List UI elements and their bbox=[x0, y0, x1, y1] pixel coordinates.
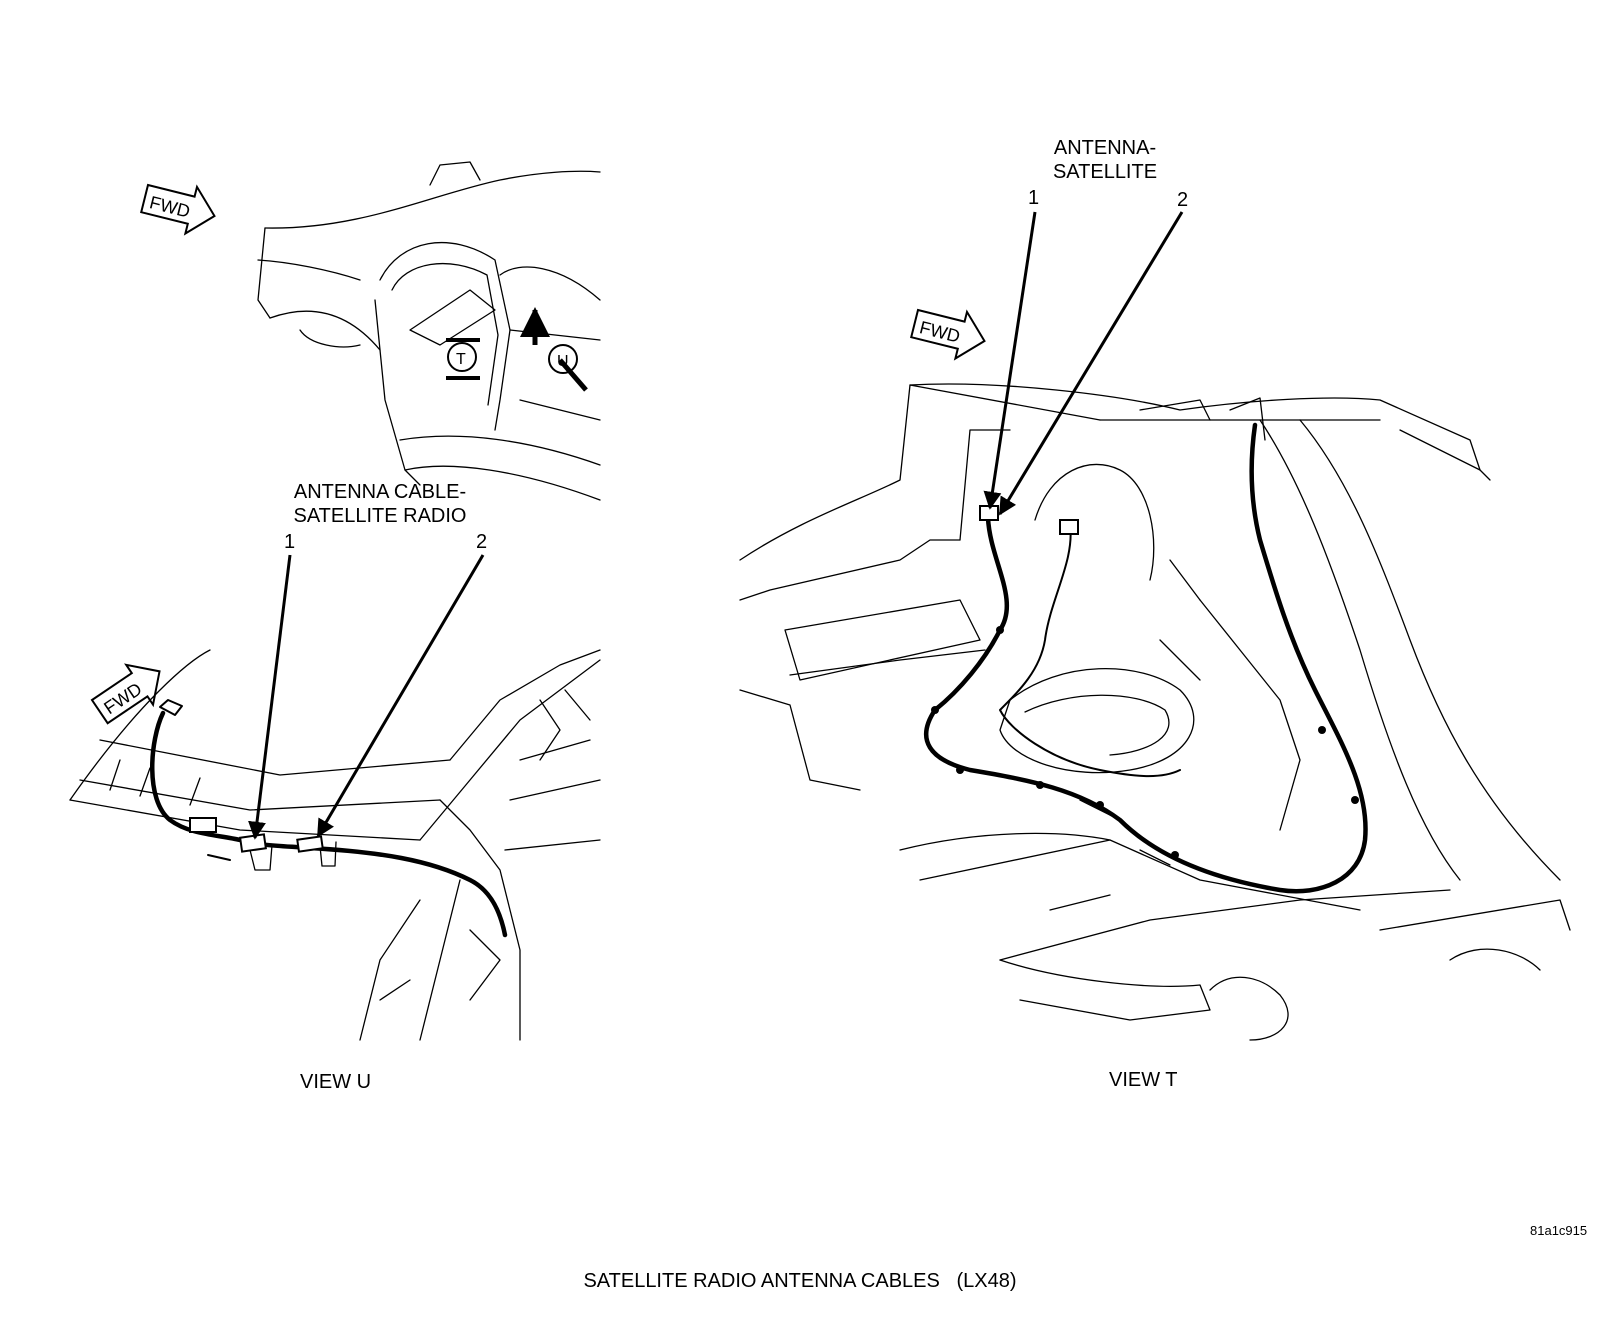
view-t-callout-title: ANTENNA- SATELLITE bbox=[1035, 136, 1175, 184]
locator-u-callout: U bbox=[520, 307, 588, 392]
locator-t-callout: T bbox=[446, 338, 480, 380]
view-t-drawing: FWD bbox=[739, 211, 1571, 1041]
view-u-drawing: FWD bbox=[69, 554, 601, 1041]
figure-title: SATELLITE RADIO ANTENNA CABLES (LX48) bbox=[583, 1270, 1017, 1292]
vehicle-locator-view: FWD T U bbox=[140, 161, 601, 501]
fwd-arrow-icon: FWD bbox=[910, 308, 986, 361]
view-u-callout-title: ANTENNA CABLE- SATELLITE RADIO bbox=[265, 480, 495, 528]
fwd-arrow-icon: FWD bbox=[90, 663, 161, 725]
view-u-callout-number-1: 1 bbox=[284, 531, 296, 553]
view-t-caption: VIEW T bbox=[1109, 1069, 1178, 1091]
view-u-caption: VIEW U bbox=[300, 1071, 372, 1093]
locator-letter-t: T bbox=[456, 351, 466, 368]
view-t-callout-title-line-2: SATELLITE bbox=[1052, 161, 1158, 183]
view-u-callout-number-2: 2 bbox=[476, 531, 488, 553]
view-u-callout-title-line-1: ANTENNA CABLE- bbox=[293, 481, 467, 503]
view-t-callout-number-2: 2 bbox=[1177, 189, 1189, 211]
figure-id: 81a1c915 bbox=[1530, 1223, 1588, 1238]
view-t-callout-number-1: 1 bbox=[1028, 187, 1040, 209]
view-u-callout-title-line-2: SATELLITE RADIO bbox=[293, 505, 467, 527]
fwd-arrow-icon: FWD bbox=[140, 183, 216, 236]
view-t-callout-title-line-1: ANTENNA- bbox=[1053, 137, 1157, 159]
